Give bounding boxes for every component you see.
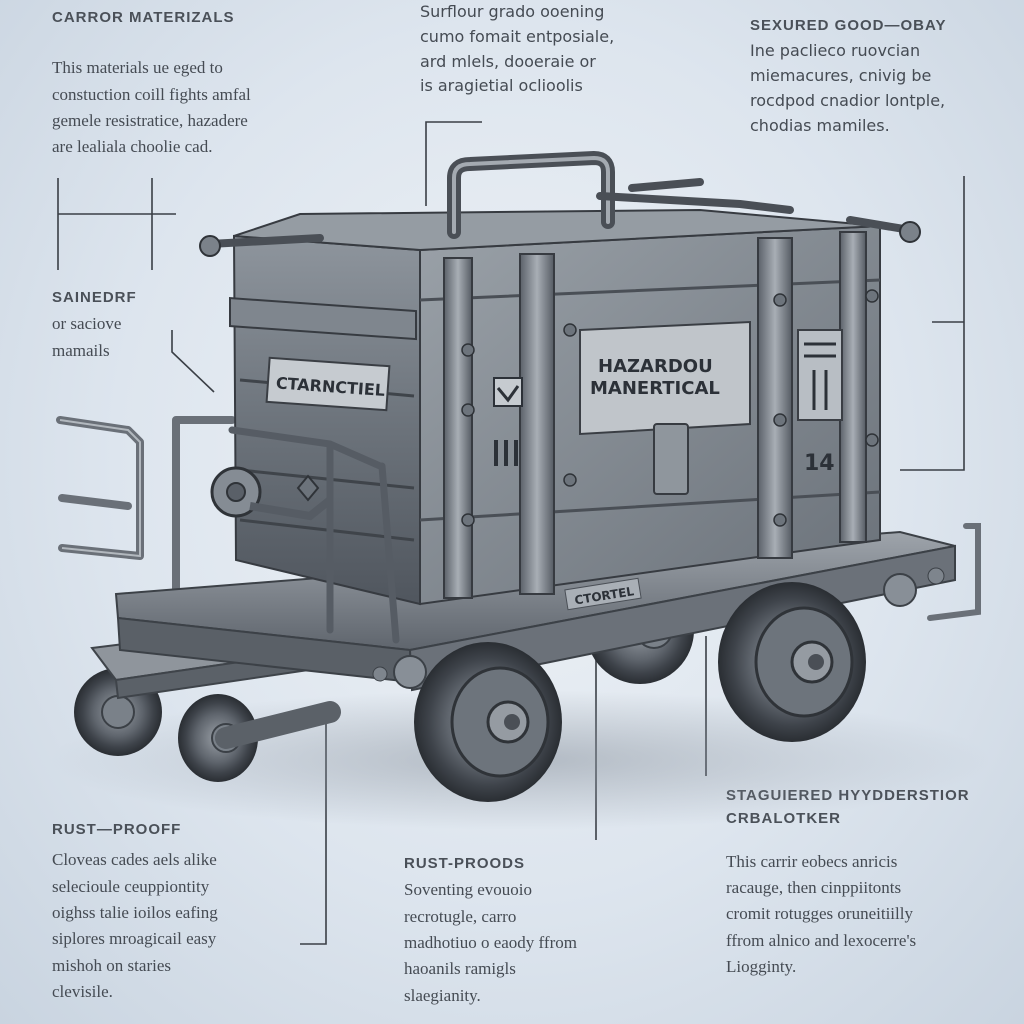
leader-line-top-left — [57, 178, 176, 270]
wheel-front-left — [178, 694, 341, 782]
callout-bottom-right-text: This carrir eobecs anricis racauge, then… — [726, 851, 917, 976]
leader-line-mid-left — [171, 330, 215, 393]
callout-top-left-text: This materials ue eged to constuction co… — [52, 58, 251, 157]
callout-top-right-text: Ine paclieco ruovcian miemacures, cnivig… — [750, 41, 946, 135]
hazard-panel-line1: HAZARDOU — [598, 356, 713, 377]
center-latch — [653, 423, 689, 495]
container-front: HAZARDOU MANERTICAL 14 — [233, 208, 881, 606]
callout-top-right: SEXURED GOOD—obay Ine paclieco ruovcian … — [750, 14, 1020, 138]
callout-bottom-center: RUST-PROODS Soventing evouoio recrotugle… — [404, 852, 684, 1009]
callout-top-left-title: CARROR MATERIZALS — [52, 9, 235, 26]
callout-bottom-center-title: RUST-PROODS — [404, 855, 526, 872]
leader-line-top-center — [425, 121, 482, 206]
base-plate-tag — [564, 577, 642, 611]
top-handle — [199, 151, 921, 257]
callout-bottom-center-text: Soventing evouoio recrotugle, carro madh… — [404, 880, 577, 1005]
callout-mid-left: SAINEDRF or saciove mamails — [52, 286, 212, 364]
rear-handrail — [927, 523, 981, 621]
callout-bottom-left-title: RUST—PROOFF — [52, 821, 182, 838]
hazard-panel — [579, 320, 751, 436]
callout-bottom-left: RUST—PROOFF Cloveas cades aels alike sel… — [52, 818, 382, 1005]
hazard-panel-line2: MANERTICAL — [590, 378, 720, 399]
callout-top-right-title: SEXURED GOOD—obay — [750, 17, 947, 34]
callout-mid-left-text: or saciove mamails — [52, 314, 122, 360]
wheel-rear-main — [718, 582, 866, 742]
side-code-label: 14 — [804, 451, 835, 476]
callout-top-center: Surflour grado ooening cumo fomait entpo… — [420, 0, 720, 99]
callout-top-left: CARROR MATERIZALS This materials ue eged… — [52, 6, 372, 161]
side-handrail — [56, 416, 236, 604]
callout-bottom-left-text: Cloveas cades aels alike selecioule ceup… — [52, 850, 218, 1001]
valve-assembly — [210, 426, 400, 644]
hazard-symbol-icon — [493, 377, 523, 466]
side-plate — [265, 356, 391, 412]
wheel-front-main — [414, 642, 562, 802]
callout-mid-left-title: SAINEDRF — [52, 289, 137, 306]
callout-top-center-text: Surflour grado ooening cumo fomait entpo… — [420, 2, 615, 96]
leader-line-top-right — [900, 176, 965, 471]
